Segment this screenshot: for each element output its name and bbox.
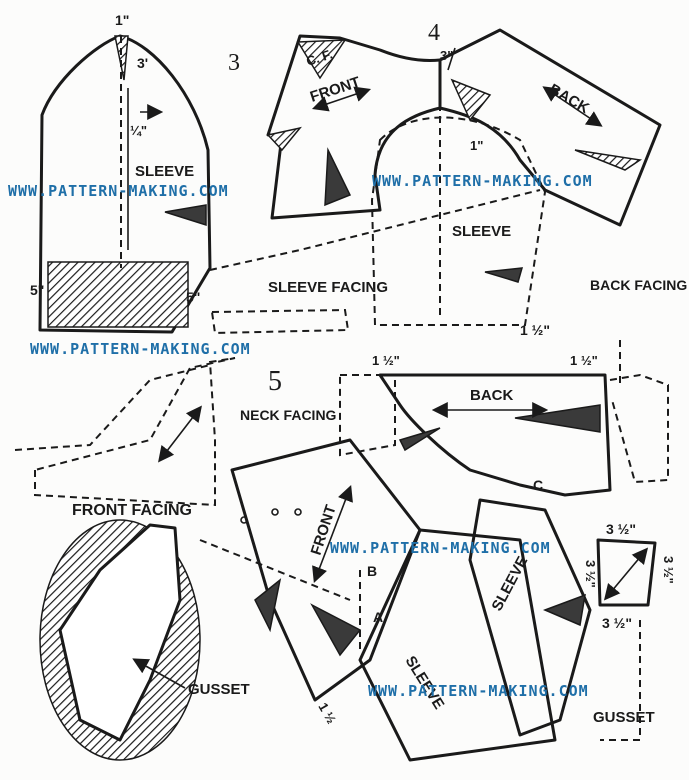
one-half-measure-step4: 1 ½": [520, 322, 550, 338]
sleeve-label: SLEEVE: [135, 163, 194, 180]
left-measure-step5: 1 ½": [372, 353, 400, 368]
sleeve-hem-shading: [47, 261, 189, 328]
front-facing-label: FRONT FACING: [72, 502, 192, 519]
watermark-2: WWW.PATTERN-MAKING.COM: [372, 172, 593, 190]
half-measure-bottom: 1 ½: [315, 700, 339, 726]
sleeve-top-measure: 1": [115, 12, 129, 28]
watermark-5: WWW.PATTERN-MAKING.COM: [368, 682, 589, 700]
back-label-step4: BACK: [546, 81, 592, 117]
gusset-side-left: 3 ½": [583, 560, 598, 588]
layout-step5: [14, 340, 669, 762]
gusset-top-measure: 3 ½": [606, 521, 636, 537]
sleeve-facing-label: SLEEVE FACING: [268, 279, 388, 296]
neck-facing-label: NECK FACING: [240, 407, 337, 423]
sleeve-step3: [38, 34, 212, 334]
one-inch-measure: 1": [470, 138, 483, 153]
step-3-number: 3: [228, 50, 240, 76]
watermark-3: WWW.PATTERN-MAKING.COM: [30, 340, 251, 358]
point-c: C: [533, 477, 543, 493]
sleeve-quarter-measure: ¼": [130, 123, 147, 138]
bodice-step4: [209, 28, 662, 335]
sleeve-cap-measure: 3': [137, 55, 148, 71]
sleeve-hem-right: 5": [186, 289, 200, 305]
step-5-number: 5: [268, 366, 282, 397]
watermark-4: WWW.PATTERN-MAKING.COM: [330, 539, 551, 557]
back-facing-label: BACK FACING: [590, 277, 687, 293]
sleeve-hem-left: 5": [30, 282, 44, 298]
gusset-detail-label: GUSSET: [188, 681, 250, 698]
point-a: A: [373, 609, 383, 625]
point-b: B: [367, 563, 377, 579]
sleeve-label-step4: SLEEVE: [452, 223, 511, 240]
gusset-label: GUSSET: [593, 709, 655, 726]
neck-measure: 3": [440, 48, 453, 63]
step-4-number: 4: [428, 20, 440, 46]
back-label-step5: BACK: [470, 387, 513, 404]
watermark-1: WWW.PATTERN-MAKING.COM: [8, 182, 229, 200]
right-measure-step5: 1 ½": [570, 353, 598, 368]
gusset-side-right: 3 ½": [661, 556, 676, 584]
sleeve-label-right: SLEEVE: [489, 554, 532, 614]
gusset-bottom-measure: 3 ½": [602, 615, 632, 631]
sleeve-side-dart: [164, 204, 207, 227]
